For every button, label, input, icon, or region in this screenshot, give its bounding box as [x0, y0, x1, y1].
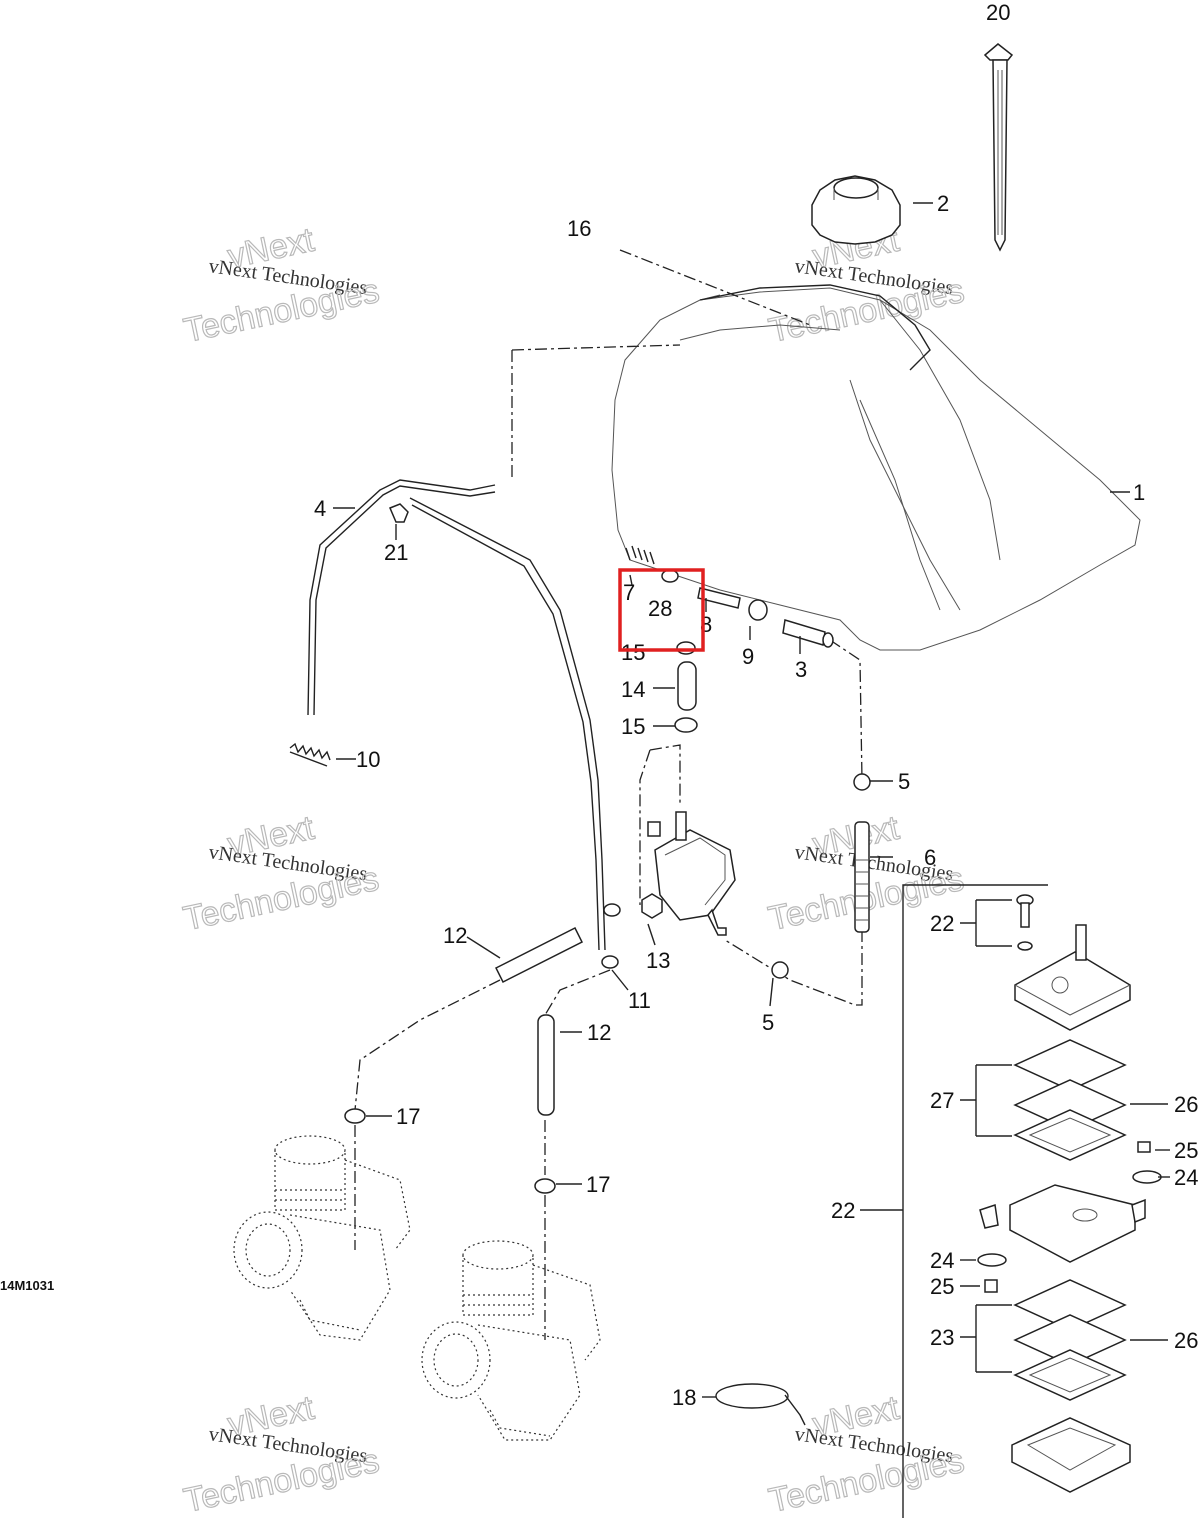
part-5-clamp-lower: [771, 961, 789, 979]
part-17-clamp-right: [534, 1178, 556, 1194]
pump-body: [979, 1184, 1146, 1263]
callout-23: 23: [930, 1325, 954, 1350]
fuel-pump-assembly: [647, 811, 736, 936]
leader-16: [619, 249, 811, 326]
callout-17-left: 17: [396, 1104, 420, 1129]
pump-cover-top: [1014, 924, 1131, 1031]
carburetor-right: [421, 1240, 601, 1441]
drawing-code: 14M1031: [0, 1278, 54, 1293]
part-24-disc-upper: [1132, 1170, 1162, 1184]
callout-24-lower: 24: [930, 1248, 954, 1273]
highlight-box-28: 28: [618, 568, 705, 652]
part-10-spring: [289, 742, 331, 767]
callout-7: 7: [623, 580, 635, 605]
callout-24-upper: 24: [1174, 1165, 1198, 1190]
callout-22: 22: [930, 911, 954, 936]
callout-10: 10: [356, 747, 380, 772]
callout-9: 9: [742, 644, 754, 669]
callout-18: 18: [672, 1385, 696, 1410]
callout-12-lower: 12: [587, 1020, 611, 1045]
highlight-frame: [618, 568, 705, 652]
leader-lines: [333, 202, 1170, 1398]
part-4-vent-tube: [307, 479, 606, 951]
part-28-washer: [661, 569, 679, 583]
callout-14: 14: [621, 677, 645, 702]
callout-1: 1: [1133, 480, 1145, 505]
part-5-clamp-upper: [853, 773, 871, 791]
part-22-screw-and-washer: [1016, 894, 1034, 951]
callout-15-upper: 15: [621, 640, 645, 665]
callout-4: 4: [314, 496, 326, 521]
part-9-grommet: [748, 599, 768, 621]
callout-17-right: 17: [586, 1172, 610, 1197]
carburetor-left: [233, 1135, 411, 1341]
fuel-line-filter-to-pump: [724, 930, 863, 1006]
part-2-fuel-cap: [811, 175, 901, 245]
watermark-bottom-left: vNext vNext Technologies Technologies: [180, 1388, 383, 1518]
callout-26-upper: 26: [1174, 1092, 1198, 1117]
callout-12-upper: 12: [443, 923, 467, 948]
callout-16: 16: [567, 216, 591, 241]
kit-21-bracket: [902, 884, 1048, 1518]
callout-labels: 20 2 16 1 4 21 7 8 9 3 15 14 15 10 5 6 1…: [314, 0, 1198, 1410]
callout-25-lower: 25: [930, 1274, 954, 1299]
part-11-clamp-lower: [601, 955, 619, 969]
part-8-tube: [697, 587, 741, 609]
watermark-bottom-right: vNext vNext Technologies Technologies: [765, 1388, 968, 1518]
part-15-clamp-lower: [674, 717, 698, 733]
callout-3: 3: [795, 657, 807, 682]
callout-6: 6: [924, 845, 936, 870]
part-27-gaskets-upper: [1013, 1039, 1127, 1161]
watermark-mid-left: vNext vNext Technologies Technologies: [180, 808, 383, 939]
part-17-clamp-left: [344, 1108, 366, 1124]
watermark-top-left: vNext vNext Technologies Technologies: [180, 220, 383, 351]
part-25-valve-lower: [984, 1279, 998, 1293]
part-15-clamp-upper: [676, 641, 696, 655]
callout-2: 2: [937, 191, 949, 216]
callout-11: 11: [628, 988, 651, 1013]
callout-27: 27: [930, 1088, 954, 1113]
part-14-hose: [677, 661, 697, 711]
part-3-fitting: [782, 619, 834, 648]
fuel-line-to-carb-left: [354, 979, 501, 1111]
callout-13: 13: [646, 948, 670, 973]
fuel-line-to-carb-right: [544, 969, 611, 1016]
callout-28: 28: [648, 596, 672, 621]
part-19-gauge-rod: [983, 43, 1014, 252]
callout-15-lower: 15: [621, 714, 645, 739]
part-7-spring: [625, 545, 655, 565]
vent-line-route: [511, 344, 681, 480]
part-12-hose-upper: [494, 926, 584, 984]
part-20-clip: [389, 503, 409, 523]
callout-25-upper: 25: [1174, 1138, 1198, 1163]
part-23-gaskets-lower: [1013, 1279, 1127, 1401]
pump-cover-bottom: [1011, 1417, 1131, 1493]
part-18-cable-tie: [715, 1383, 806, 1426]
callout-5-upper: 5: [898, 769, 910, 794]
part-11-clamp-upper: [603, 903, 621, 917]
callout-19: 20: [986, 0, 1010, 25]
callout-21: 22: [831, 1198, 855, 1223]
part-12-hose-lower: [537, 1014, 555, 1116]
fuel-line-pump-loop: [639, 744, 681, 905]
callout-5-lower: 5: [762, 1010, 774, 1035]
part-1-fuel-tank: [611, 284, 1141, 651]
callout-20: 21: [384, 540, 408, 565]
part-24-disc-lower: [977, 1253, 1007, 1267]
fuel-line-tank-to-filter: [829, 639, 863, 781]
part-6-fuel-filter: [854, 821, 870, 933]
part-25-valve-upper: [1137, 1141, 1151, 1153]
part-13-nut: [641, 893, 663, 919]
callout-26-lower: 26: [1174, 1328, 1198, 1353]
